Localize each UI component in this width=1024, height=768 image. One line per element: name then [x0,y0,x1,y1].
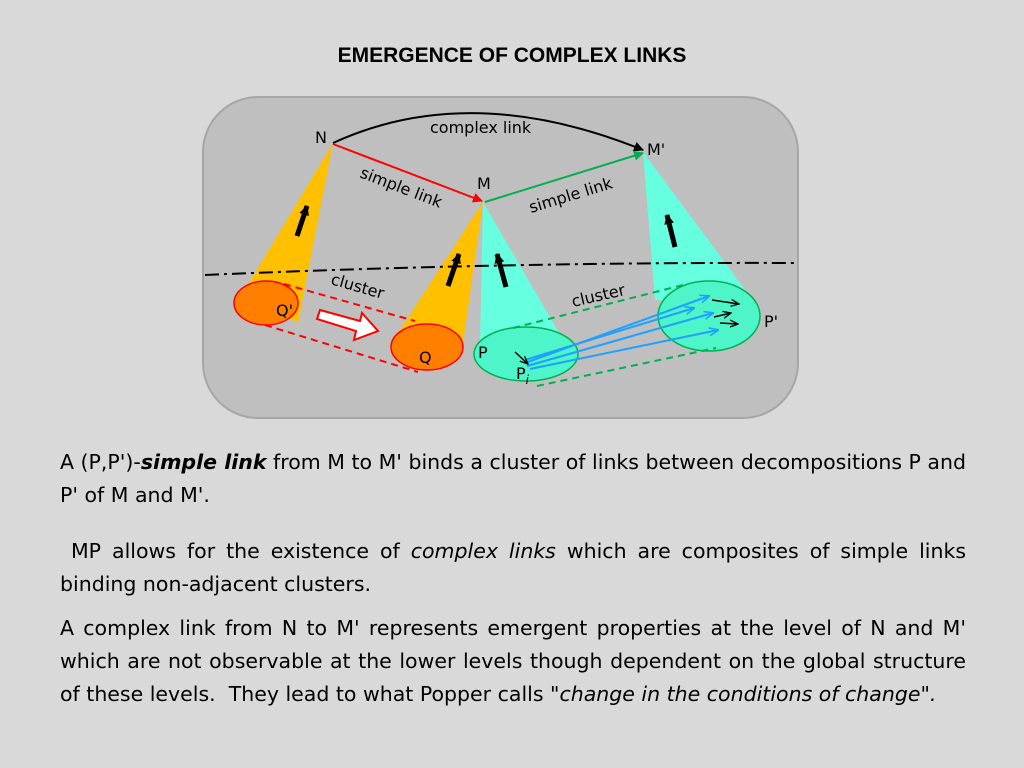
cluster-left-bottom-edge [264,324,419,373]
node-n-label: N [315,128,327,147]
cluster-right-bottom-edge [536,347,717,387]
ellipse-p-prime [657,280,761,352]
ellipse-q [390,323,464,371]
node-q-prime-label: Q' [276,301,293,320]
node-p-prime-label: P' [764,312,778,331]
cone-m-orange [398,202,483,343]
complex-link-arrow [332,112,644,152]
cone-m-cyan [480,202,562,345]
level-line [204,261,796,276]
ellipse-p [473,326,579,382]
internal-arrow-p [514,351,528,364]
node-q-label: Q [419,348,432,367]
paragraph-complex-links: MP allows for the existence of complex l… [60,539,980,596]
upward-arrows [294,205,678,288]
complex-links-diagram: complex link simple link simple link clu… [202,96,799,419]
transfer-arrow [315,308,380,342]
cluster-link-arrows [524,296,718,370]
simple-link-m-mprime [484,150,644,203]
cluster-left-top-edge [283,283,416,322]
cluster-right-top-edge [512,284,684,329]
cone-n [243,143,333,323]
internal-arrows-p-prime [711,300,739,324]
slide-title: EMERGENCE OF COMPLEX LINKS [337,44,687,67]
node-m-prime-label: M' [647,140,665,159]
paragraph-simple-link: A (P,P')-simple link from M to M' binds … [60,450,966,507]
simple-link-n-m [332,143,483,203]
paragraph-emergent-properties: A complex link from N to M' represents e… [60,616,973,706]
node-p-label: P [478,343,488,362]
node-pi-label: Pi [516,364,530,387]
node-m-label: M [477,174,491,193]
cone-m-prime [643,152,755,303]
complex-link-label: complex link [430,118,532,137]
